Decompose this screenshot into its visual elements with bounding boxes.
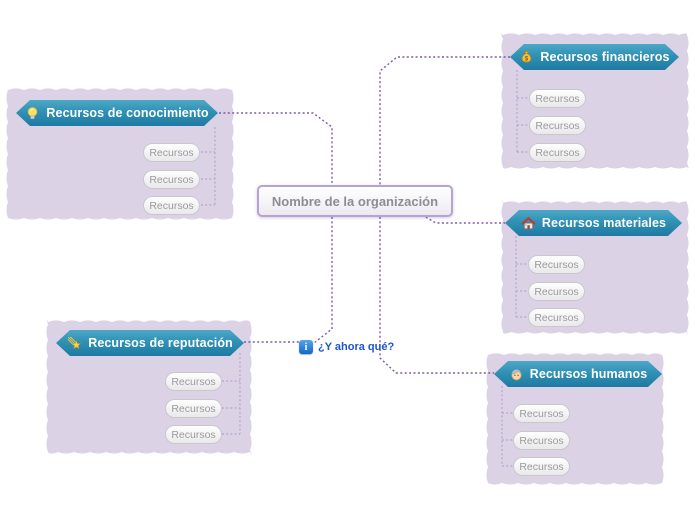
topic-node-recursos-materiales[interactable]: Recursos materiales	[505, 210, 682, 236]
money-bag-icon: $	[519, 50, 534, 65]
subtopic-node[interactable]: Recursos	[143, 170, 200, 189]
subtopic-node[interactable]: Recursos	[528, 308, 585, 327]
subtopic-node[interactable]: Recursos	[528, 282, 585, 301]
subtopic-node[interactable]: Recursos	[529, 143, 586, 162]
lightbulb-icon	[25, 106, 40, 121]
subtopic-node[interactable]: Recursos	[529, 116, 586, 135]
central-topic-node[interactable]: Nombre de la organización	[257, 185, 453, 217]
topic-node-recursos-humanos[interactable]: Recursos humanos	[494, 361, 662, 387]
topic-label: Recursos materiales	[541, 216, 667, 230]
svg-text:$: $	[525, 55, 529, 62]
topic-node-recursos-de-conocimiento[interactable]: Recursos de conocimiento	[16, 100, 218, 126]
topic-node-recursos-de-reputacion[interactable]: Recursos de reputación	[56, 330, 244, 356]
connector-line	[379, 217, 494, 374]
note-label: ¿Y ahora qué?	[318, 341, 395, 353]
topic-label: Recursos humanos	[529, 367, 648, 381]
note-topic[interactable]: i ¿Y ahora qué?	[299, 340, 394, 354]
topic-label: Recursos financieros	[540, 50, 670, 64]
topic-label: Recursos de conocimiento	[46, 106, 209, 120]
subtopic-node[interactable]: Recursos	[165, 399, 222, 418]
info-icon: i	[299, 340, 313, 354]
subtopic-node[interactable]: Recursos	[513, 457, 570, 476]
subtopic-node[interactable]: Recursos	[165, 425, 222, 444]
connector-line	[219, 112, 333, 185]
subtopic-node[interactable]: Recursos	[143, 143, 200, 162]
connector-line	[379, 56, 510, 185]
topic-label: Recursos de reputación	[88, 336, 233, 350]
subtopic-node[interactable]: Recursos	[513, 404, 570, 423]
house-icon	[521, 216, 536, 231]
shooting-star-icon	[67, 336, 82, 351]
subtopic-node[interactable]: Recursos	[528, 255, 585, 274]
subtopic-node[interactable]: Recursos	[529, 89, 586, 108]
connector-line	[421, 214, 505, 224]
subtopic-node[interactable]: Recursos	[143, 196, 200, 215]
connector-line	[313, 217, 333, 344]
subtopic-node[interactable]: Recursos	[513, 431, 570, 450]
person-icon	[509, 367, 524, 382]
subtopic-node[interactable]: Recursos	[165, 372, 222, 391]
topic-node-recursos-financieros[interactable]: $ Recursos financieros	[510, 44, 679, 70]
